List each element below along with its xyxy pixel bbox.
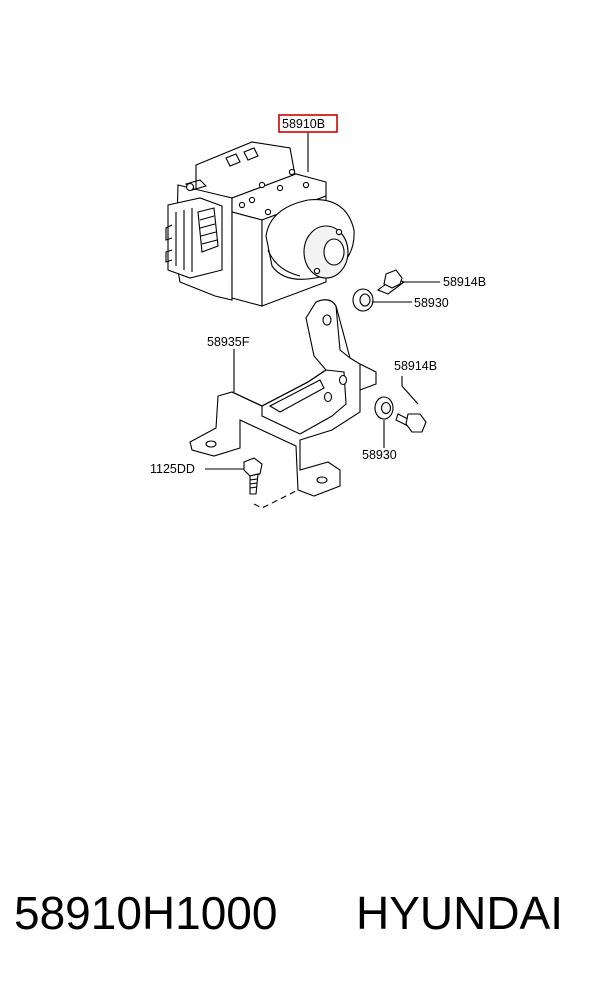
bolt-upper-drawing <box>376 269 406 295</box>
callout-nut-lower[interactable]: 58930 <box>362 448 397 462</box>
leader-lines <box>205 132 440 470</box>
bracket-bolt-drawing <box>243 457 299 509</box>
callout-bolt-lower[interactable]: 58914B <box>394 359 437 373</box>
callout-bracket[interactable]: 58935F <box>207 335 250 349</box>
nut-lower-drawing <box>374 396 394 420</box>
bracket-drawing <box>189 299 377 497</box>
nut-upper-drawing <box>352 288 374 312</box>
abs-module-drawing <box>165 141 355 307</box>
part-number: 58910H1000 <box>14 887 278 939</box>
bolt-lower-drawing <box>395 413 427 433</box>
brand-name: HYUNDAI <box>356 887 564 939</box>
callout-nut-upper[interactable]: 58930 <box>414 296 449 310</box>
callout-bracket-bolt[interactable]: 1125DD <box>150 462 195 476</box>
callout-bolt-upper[interactable]: 58914B <box>443 275 486 289</box>
callout-abs-unit[interactable]: 58910B <box>282 117 325 131</box>
highlight-box <box>278 114 338 133</box>
